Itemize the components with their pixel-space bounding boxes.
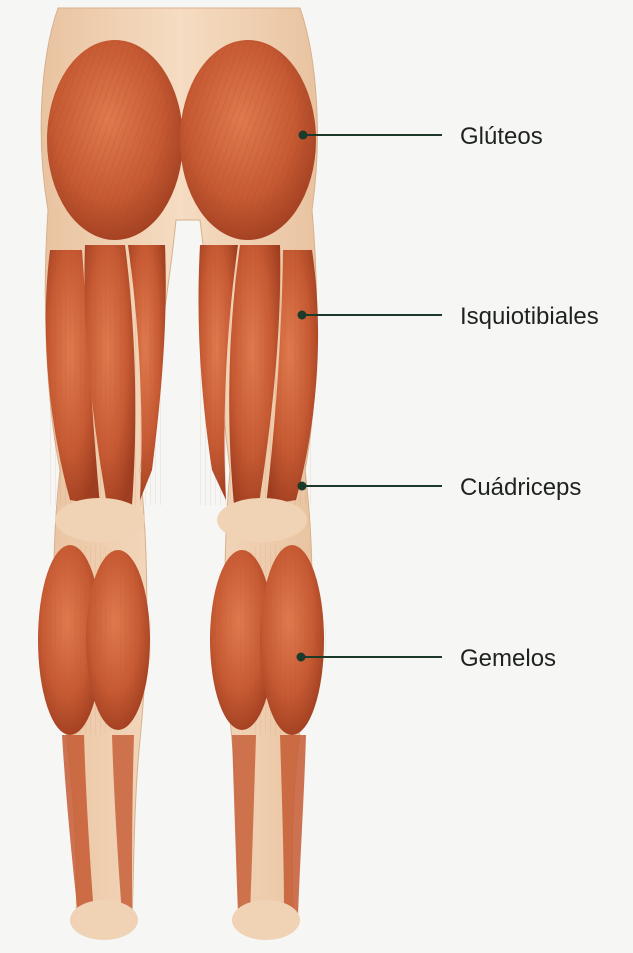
leader-line-cuadriceps xyxy=(298,482,443,491)
hamstrings-muscle-left xyxy=(46,245,166,510)
knee-tendons xyxy=(55,498,307,542)
label-isquiotibiales: Isquiotibiales xyxy=(460,303,599,331)
heels xyxy=(70,900,300,940)
hamstrings-muscle-right xyxy=(199,245,319,510)
leader-line-isquiotibiales xyxy=(298,311,443,320)
leader-line-gluteos xyxy=(299,131,443,140)
calves-muscle xyxy=(36,545,326,735)
label-gluteos: Glúteos xyxy=(460,123,543,151)
label-gemelos: Gemelos xyxy=(460,645,556,673)
label-cuadriceps: Cuádriceps xyxy=(460,474,581,502)
